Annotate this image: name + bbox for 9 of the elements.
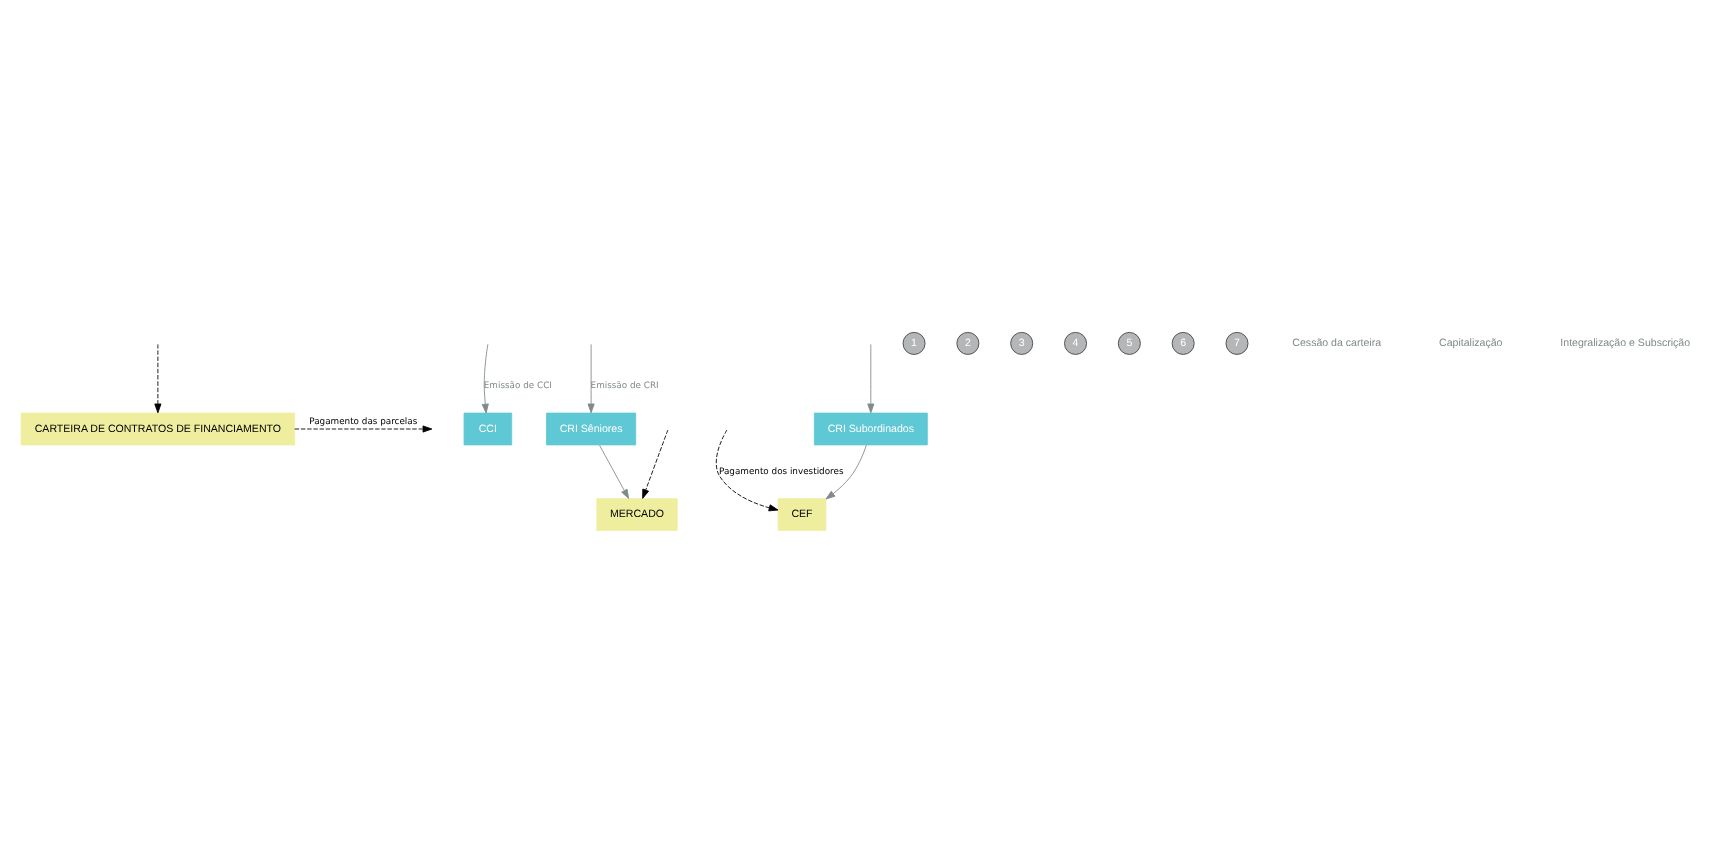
arrow	[599, 443, 630, 498]
arrow	[715, 428, 779, 511]
arrow	[587, 342, 595, 413]
arrow	[642, 428, 669, 498]
arrow	[294, 424, 433, 432]
arrow	[154, 342, 162, 413]
arrow	[867, 342, 875, 413]
arrow	[825, 443, 867, 499]
arrow	[481, 342, 489, 413]
